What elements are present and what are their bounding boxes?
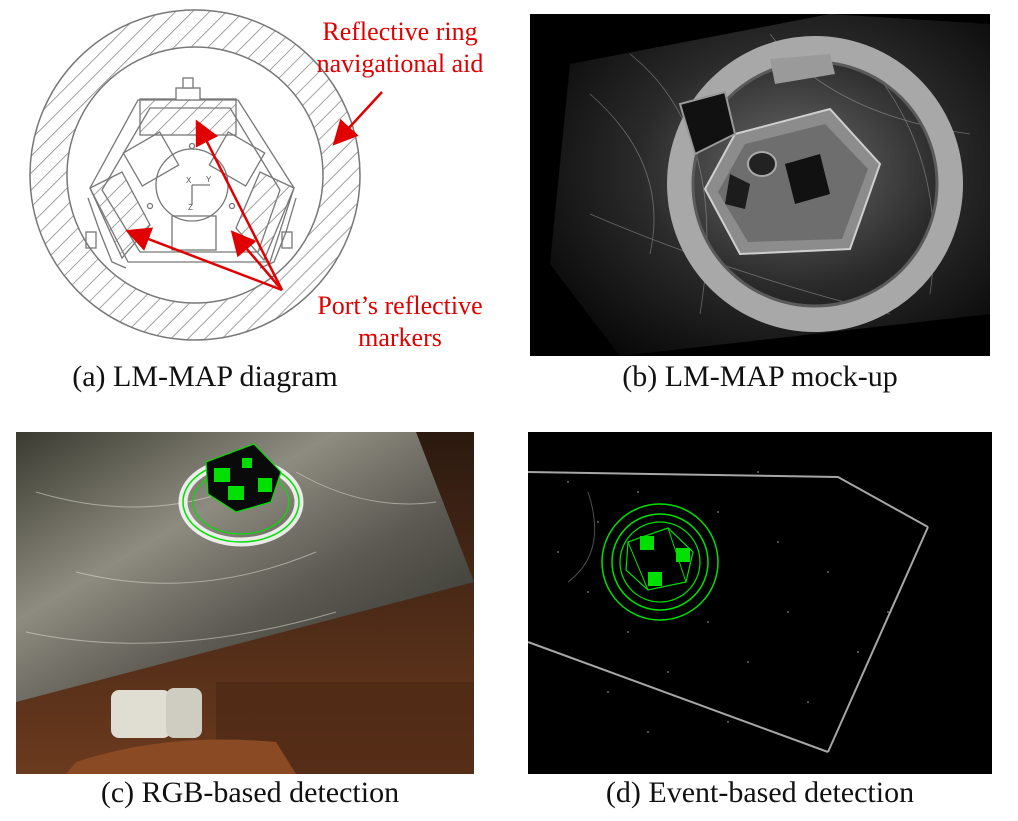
markers-annotation-line2: markers — [358, 323, 442, 352]
axis-label-x: X — [186, 176, 192, 185]
mockup-photo — [530, 14, 990, 356]
lm-map-diagram: X Y Z — [20, 5, 383, 350]
markers-annotation: Port’s reflective markers — [290, 290, 510, 354]
panel-b-mockup-photo — [530, 14, 990, 356]
caption-b: (b) LM-MAP mock-up — [622, 360, 898, 393]
ring-annotation-line1: Reflective ring — [322, 17, 478, 46]
event-detection-overlay — [601, 503, 719, 621]
rgb-detection-photo — [16, 432, 474, 774]
event-noise — [557, 471, 889, 733]
event-marker-squares — [640, 536, 690, 586]
rgb-detection-overlay — [178, 443, 304, 547]
panel-d-event-detection — [528, 432, 992, 774]
markers-annotation-line1: Port’s reflective — [317, 291, 483, 320]
axis-label-z: Z — [188, 203, 193, 212]
event-detection-image — [528, 432, 992, 774]
annotation-arrows — [125, 91, 383, 292]
port-body — [85, 77, 297, 269]
panel-c-rgb-detection — [16, 432, 474, 774]
caption-a: (a) LM-MAP diagram — [72, 360, 338, 393]
panel-a-diagram: X Y Z Reflective ring navigational aid P… — [0, 0, 520, 362]
caption-d: (d) Event-based detection — [605, 776, 915, 809]
axis-label-y: Y — [206, 175, 212, 184]
ring-annotation: Reflective ring navigational aid — [300, 16, 500, 80]
ring-annotation-line2: navigational aid — [316, 49, 484, 78]
caption-c: (c) RGB-based detection — [100, 776, 400, 809]
